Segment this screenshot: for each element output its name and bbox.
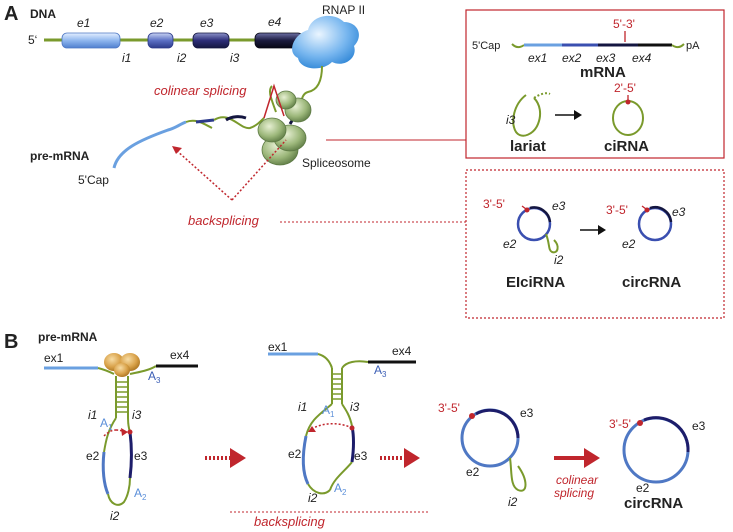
svg-text:ciRNA: ciRNA xyxy=(604,138,649,155)
svg-text:i3: i3 xyxy=(132,408,142,422)
svg-text:pA: pA xyxy=(686,40,700,52)
eicirna-b: 3'-5' e3 e2 i2 xyxy=(438,401,534,509)
svg-text:i3: i3 xyxy=(506,113,516,127)
svg-text:ex3: ex3 xyxy=(596,51,616,65)
svg-text:A1: A1 xyxy=(100,416,113,432)
label-i3: i3 xyxy=(230,51,240,65)
svg-text:A1: A1 xyxy=(322,403,335,419)
svg-text:3'-5': 3'-5' xyxy=(609,417,631,431)
label-i2: i2 xyxy=(177,51,187,65)
svg-text:mRNA: mRNA xyxy=(580,64,626,81)
svg-text:lariat: lariat xyxy=(510,138,546,155)
svg-text:circRNA: circRNA xyxy=(624,495,683,512)
box-eicirna-circrna: 3'-5' e3 e2 i2 EIciRNA 3'-5' e3 e2 circR… xyxy=(465,169,725,319)
label-e4: e4 xyxy=(268,15,282,29)
svg-text:A3: A3 xyxy=(148,369,161,385)
svg-text:e3: e3 xyxy=(354,449,368,463)
exon-e1 xyxy=(61,32,121,49)
dna-gene: 5‘ 3‘ e1 e2 e3 e4 i1 i2 i3 xyxy=(28,15,343,65)
svg-text:EIciRNA: EIciRNA xyxy=(506,274,565,291)
svg-text:e2: e2 xyxy=(86,449,100,463)
arrow-step-2 xyxy=(380,448,420,468)
svg-text:ex1: ex1 xyxy=(528,51,547,65)
backsplicing-label-b: backsplicing xyxy=(254,514,326,529)
dna-label: DNA xyxy=(30,7,56,21)
premrna-structure-2: ex1 ex4 A3 A1 A2 i1 i3 e2 e3 i2 xyxy=(268,340,416,505)
spliceosome: Spliceosome xyxy=(257,83,371,170)
label-e2: e2 xyxy=(150,16,164,30)
svg-text:Spliceosome: Spliceosome xyxy=(302,156,371,170)
arrow-colinear xyxy=(554,448,600,468)
premrna-label: pre-mRNA xyxy=(30,149,90,163)
svg-text:e2: e2 xyxy=(622,237,636,251)
panel-a-label: A xyxy=(4,3,18,25)
svg-text:5‘: 5‘ xyxy=(28,33,37,47)
backsplicing-label-a: backsplicing xyxy=(188,213,260,228)
svg-text:3'-5': 3'-5' xyxy=(606,203,628,217)
svg-text:5'Cap: 5'Cap xyxy=(472,40,500,52)
circrna-b: 3'-5' e3 e2 circRNA xyxy=(609,416,706,512)
colinear-label-b: colinear xyxy=(556,473,599,487)
svg-text:3'-5': 3'-5' xyxy=(483,197,505,211)
svg-text:ex2: ex2 xyxy=(562,51,582,65)
svg-text:e2: e2 xyxy=(288,447,302,461)
svg-text:circRNA: circRNA xyxy=(622,274,681,291)
svg-text:3'-5': 3'-5' xyxy=(438,401,460,415)
svg-text:ex1: ex1 xyxy=(268,340,288,354)
colinear-splicing-label: colinear splicing xyxy=(154,83,247,98)
svg-text:A2: A2 xyxy=(334,481,347,497)
svg-text:ex1: ex1 xyxy=(44,351,64,365)
svg-text:i2: i2 xyxy=(110,509,120,523)
svg-text:i3: i3 xyxy=(350,400,360,414)
svg-text:i2: i2 xyxy=(554,253,564,267)
arrow-step-1 xyxy=(205,448,246,468)
exon-e2 xyxy=(147,32,174,49)
svg-text:ex4: ex4 xyxy=(632,51,652,65)
premrna-label-b: pre-mRNA xyxy=(38,330,98,344)
rnap-ii: RNAP II xyxy=(292,3,365,69)
backsplicing-arrows-a xyxy=(175,139,287,201)
svg-text:e3: e3 xyxy=(552,199,566,213)
svg-text:i2: i2 xyxy=(508,495,518,509)
svg-text:e2: e2 xyxy=(636,481,650,495)
svg-text:e3: e3 xyxy=(692,419,706,433)
label-e1: e1 xyxy=(77,16,90,30)
svg-text:A3: A3 xyxy=(374,363,387,379)
svg-text:RNAP II: RNAP II xyxy=(322,3,365,17)
panel-b-label: B xyxy=(4,331,18,353)
svg-text:i2: i2 xyxy=(308,491,318,505)
splicing-label-b: splicing xyxy=(554,486,594,500)
svg-text:e3: e3 xyxy=(520,406,534,420)
svg-text:A2: A2 xyxy=(134,486,147,502)
svg-text:ex4: ex4 xyxy=(170,348,190,362)
svg-text:e2: e2 xyxy=(466,465,480,479)
label-i1: i1 xyxy=(122,51,131,65)
svg-text:e3: e3 xyxy=(134,449,148,463)
exon-e3 xyxy=(192,32,230,49)
svg-text:e3: e3 xyxy=(672,205,686,219)
svg-text:i1: i1 xyxy=(88,408,97,422)
label-e3: e3 xyxy=(200,16,214,30)
svg-text:i1: i1 xyxy=(298,400,307,414)
svg-text:2'-5': 2'-5' xyxy=(614,81,636,95)
five-cap-label: 5'Cap xyxy=(78,173,109,187)
svg-text:ex4: ex4 xyxy=(392,344,412,358)
box-mrna-cirna: 5'-3' 5'Cap pA ex1 ex2 ex3 ex4 mRNA i3 l… xyxy=(465,9,725,159)
svg-text:e2: e2 xyxy=(503,237,517,251)
premrna-structure-1: ex1 ex4 A3 A1 A2 i1 i3 e2 e3 i2 xyxy=(44,348,198,523)
svg-text:5'-3': 5'-3' xyxy=(613,17,635,31)
